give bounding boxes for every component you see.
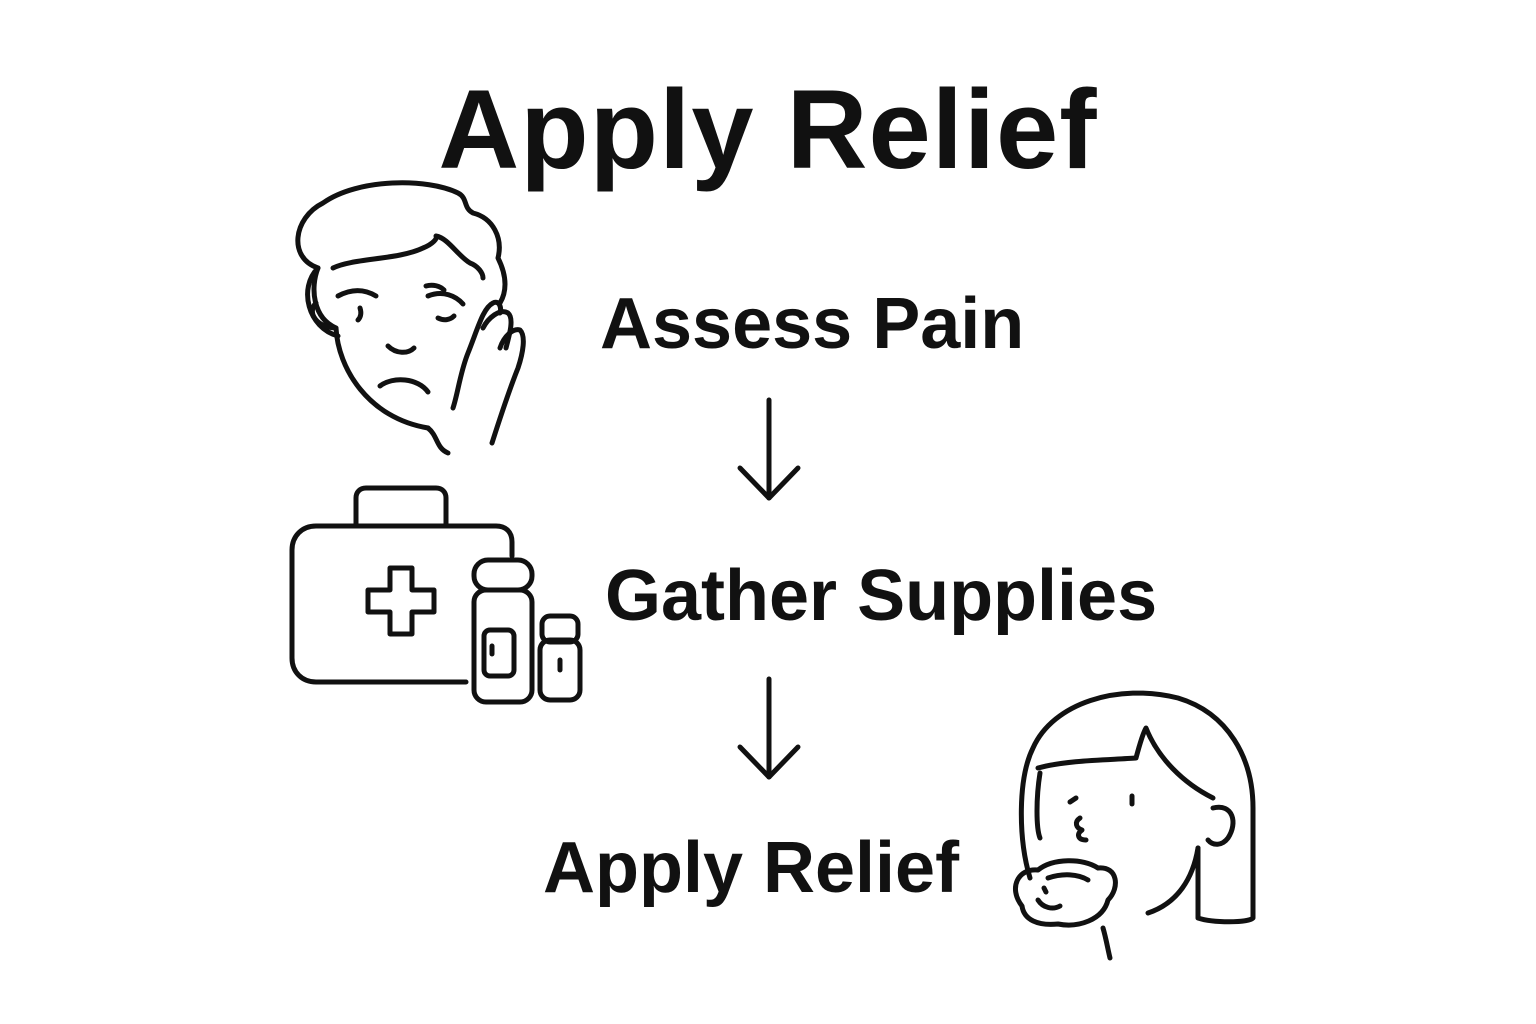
person-with-toothache-icon — [278, 178, 538, 473]
diagram-title: Apply Relief — [438, 67, 1098, 192]
step-label-gather-supplies: Gather Supplies — [605, 556, 1158, 636]
first-aid-kit-and-bottles-icon — [286, 484, 591, 714]
arrow-down-icon — [734, 675, 804, 790]
step-label-apply-relief: Apply Relief — [543, 828, 960, 908]
arrow-down-icon — [734, 396, 804, 511]
step-label-assess-pain: Assess Pain — [600, 284, 1025, 364]
person-with-cold-compress-icon — [1008, 688, 1268, 973]
